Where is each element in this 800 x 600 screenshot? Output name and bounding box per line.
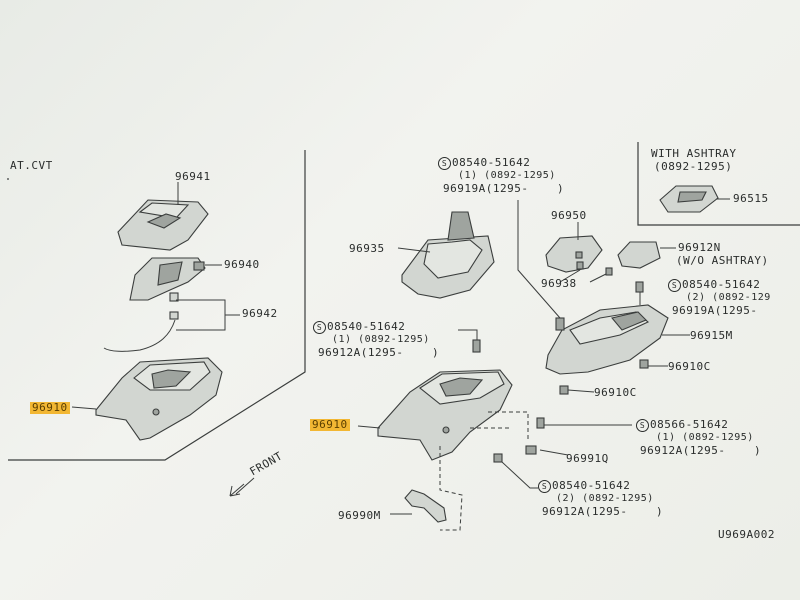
label-96991Q: 96991Q	[566, 452, 609, 465]
label-96910C-a: 96910C	[668, 360, 711, 373]
bolt2-qty: (1) (0892-1295)	[332, 334, 430, 345]
label-96950: 96950	[551, 209, 587, 222]
label-96910C-b: 96910C	[594, 386, 637, 399]
ashtray-box-range: (0892-1295)	[654, 160, 733, 173]
part-96912N-cover	[617, 241, 661, 269]
bolt-main-console	[472, 339, 481, 353]
part-96942-harness	[169, 292, 179, 320]
bolt3-alt: 96912A(1295- )	[542, 505, 664, 518]
s-mark-icon: S	[636, 419, 649, 432]
part-96915M-rear-console	[545, 281, 669, 375]
label-96938: 96938	[541, 277, 577, 290]
label-96910-at: 96910	[30, 401, 70, 414]
bolt5-qty: (2) (0892-129	[686, 292, 771, 303]
label-96941: 96941	[175, 170, 211, 183]
bolt4-qty: (1) (0892-1295)	[656, 432, 754, 443]
label-96515: 96515	[733, 192, 769, 205]
label-96935: 96935	[349, 242, 385, 255]
part-96941-cover	[117, 199, 209, 251]
s-mark-icon: S	[313, 321, 326, 334]
front-arrow	[229, 477, 255, 497]
label-96915M: 96915M	[690, 329, 733, 342]
label-96990M: 96990M	[338, 509, 381, 522]
at-cvt-title: AT.CVT	[10, 159, 53, 172]
bolt4-alt: 96912A(1295- )	[640, 444, 762, 457]
part-96515-ashtray	[659, 185, 719, 213]
part-96940-bezel	[129, 257, 206, 301]
label-96942: 96942	[242, 307, 278, 320]
bolt5-alt: 96919A(1295-	[672, 304, 758, 317]
part-96991Q-clip	[493, 417, 545, 463]
diagram-code: U969A002	[718, 528, 775, 541]
at-section-frame	[7, 150, 306, 461]
s-mark-icon: S	[538, 480, 551, 493]
bolt1-qty: (1) (0892-1295)	[458, 170, 556, 181]
part-96990M-bracket	[404, 489, 447, 523]
label-96912N: 96912N	[678, 241, 721, 254]
bolt1-alt: 96919A(1295- )	[443, 182, 565, 195]
part-96935-shift-boot	[401, 211, 495, 299]
ashtray-box-title: WITH ASHTRAY	[651, 147, 737, 160]
label-96940: 96940	[224, 258, 260, 271]
part-96938-screws	[576, 261, 613, 276]
ashtray-box-frame	[637, 142, 800, 226]
part-96950-lid	[545, 235, 603, 273]
s-mark-icon: S	[668, 279, 681, 292]
s-mark-icon: S	[438, 157, 451, 170]
part-96910-console-at	[95, 357, 223, 441]
bolt3-qty: (2) (0892-1295)	[556, 493, 654, 504]
part-96910-console-main	[377, 369, 513, 461]
label-96910-main: 96910	[310, 418, 350, 431]
bolt2-alt: 96912A(1295- )	[318, 346, 440, 359]
harness-wire	[103, 319, 176, 352]
label-wo-ashtray: (W/O ASHTRAY)	[676, 254, 769, 267]
